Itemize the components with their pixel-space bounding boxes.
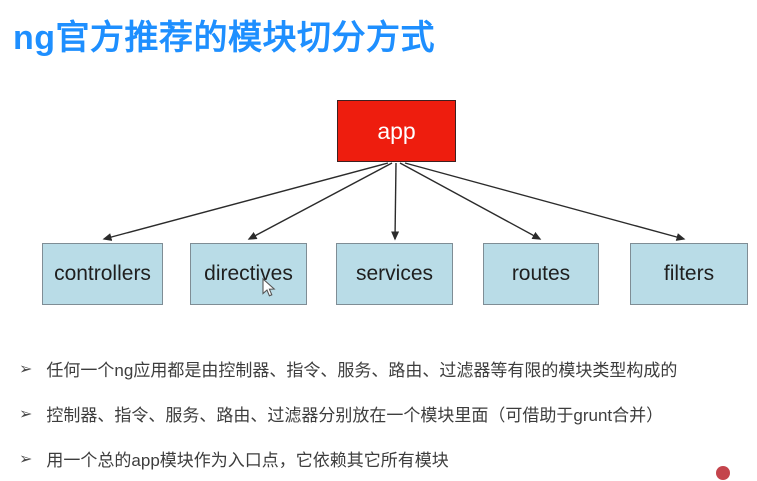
bullet-arrow-icon: ➢ [19,450,33,468]
node-routes-label: routes [511,262,571,285]
page-title: ng官方推荐的模块切分方式 [13,19,436,57]
node-services-label: services [355,262,434,285]
node-controllers-label: controllers [54,262,151,285]
bullet-text: 控制器、指令、服务、路由、过滤器分别放在一个模块里面（可借助于grunt合并） [46,406,664,425]
slide: ng官方推荐的模块切分方式 app controllers directives… [13,19,748,480]
node-directives: directives [190,243,307,305]
node-app-label: app [377,117,416,144]
bullet-text: 用一个总的app模块作为入口点，它依赖其它所有模块 [46,451,449,470]
bullet-item: ➢ 任何一个ng应用都是由控制器、指令、服务、路由、过滤器等有限的模块类型构成的 [13,346,753,391]
bullet-arrow-icon: ➢ [19,360,33,378]
bullet-arrow-icon: ➢ [19,405,33,423]
node-filters-label: filters [663,262,715,285]
recording-indicator-dot [716,466,730,480]
node-routes: routes [483,243,599,305]
bullet-text: 任何一个ng应用都是由控制器、指令、服务、路由、过滤器等有限的模块类型构成的 [46,361,678,380]
node-app: app [337,100,456,162]
node-controllers: controllers [42,243,163,305]
node-services: services [336,243,453,305]
bullet-item: ➢ 控制器、指令、服务、路由、过滤器分别放在一个模块里面（可借助于grunt合并… [13,391,753,436]
node-filters: filters [630,243,748,305]
node-directives-label: directives [204,262,293,285]
bullet-item: ➢ 用一个总的app模块作为入口点，它依赖其它所有模块 [13,436,753,481]
bullet-list: ➢ 任何一个ng应用都是由控制器、指令、服务、路由、过滤器等有限的模块类型构成的… [13,346,753,481]
